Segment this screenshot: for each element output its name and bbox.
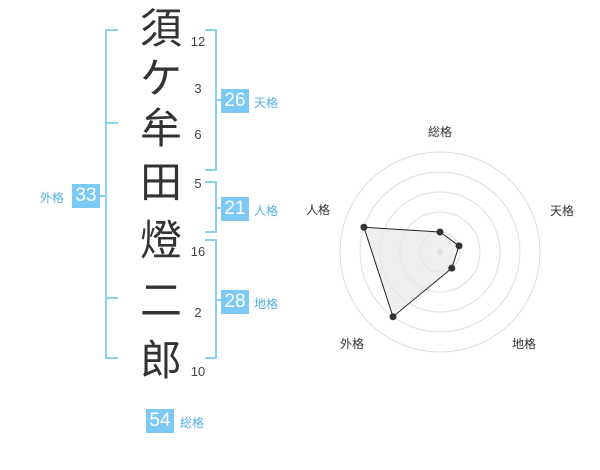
- soukaku-value: 54: [146, 409, 174, 433]
- name-char: 牟: [139, 104, 182, 153]
- chikaku-value: 28: [221, 290, 249, 314]
- radar-point: [436, 228, 444, 236]
- radar-point: [448, 264, 456, 272]
- radar-axis-label: 地格: [512, 337, 537, 351]
- radar-axis-label: 総格: [428, 125, 453, 139]
- radar-axis-label: 人格: [306, 203, 331, 217]
- stroke-count: 16: [190, 244, 206, 259]
- stroke-count: 5: [194, 176, 202, 191]
- name-char: 須: [139, 4, 182, 53]
- radar-axis-label: 外格: [340, 337, 365, 351]
- radar-point: [455, 242, 463, 250]
- radar-point: [360, 223, 368, 231]
- tenkaku-value: 26: [221, 89, 249, 113]
- name-char: ケ: [139, 54, 182, 103]
- radar-ring: [359, 171, 521, 333]
- chikaku-label: 地格: [254, 297, 279, 311]
- radar-ring: [339, 151, 541, 353]
- radar-points: [360, 223, 463, 321]
- name-char: 郎: [139, 336, 182, 385]
- gaikaku-value: 33: [72, 184, 100, 208]
- stroke-count: 2: [194, 305, 202, 320]
- stroke-count: 3: [194, 81, 202, 96]
- stroke-count: 6: [194, 127, 202, 142]
- name-char: 田: [139, 158, 182, 207]
- radar-axis-label: 天格: [550, 204, 575, 218]
- name-char: 二: [139, 276, 182, 325]
- radar-polygon: [363, 226, 460, 318]
- gaikaku-label: 外格: [40, 191, 65, 205]
- radar-point: [389, 313, 397, 321]
- stroke-count: 10: [190, 364, 206, 379]
- stroke-count: 12: [190, 34, 206, 49]
- name-char: 燈: [139, 216, 182, 265]
- soukaku-label: 総格: [180, 416, 205, 430]
- tenkaku-label: 天格: [254, 96, 279, 110]
- jinkaku-value: 21: [221, 197, 249, 221]
- jinkaku-label: 人格: [254, 204, 279, 218]
